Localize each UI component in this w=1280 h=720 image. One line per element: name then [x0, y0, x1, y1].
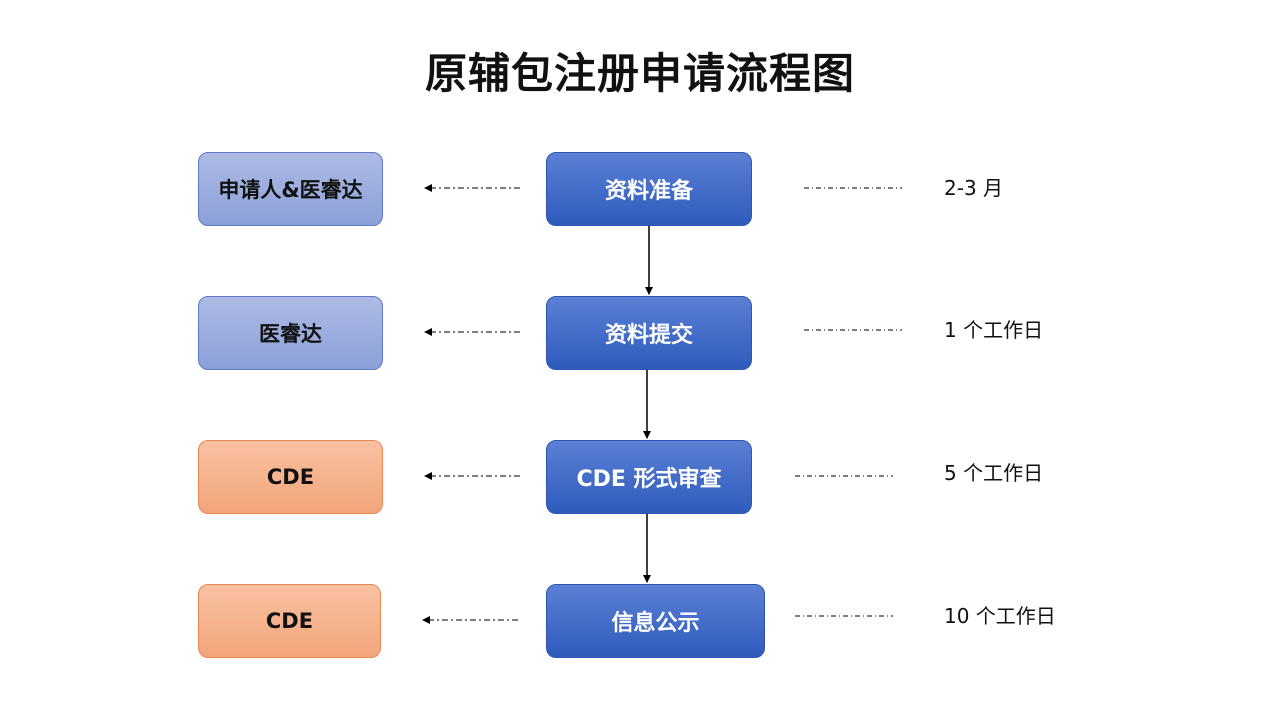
step-box-cde-formal-review: CDE 形式审查: [546, 440, 752, 514]
role-label: CDE: [265, 609, 314, 633]
step-label: 信息公示: [611, 611, 700, 636]
role-label: 申请人&医睿达: [218, 178, 363, 202]
step-box-information-publicity: 信息公示: [546, 584, 765, 658]
step-label: 资料提交: [604, 323, 693, 348]
duration-label: 2-3 月: [944, 176, 1004, 200]
role-label: CDE: [266, 465, 315, 489]
role-box-yiruida: 医睿达: [198, 296, 383, 370]
role-box-applicant-yiruida: 申请人&医睿达: [198, 152, 383, 226]
role-box-cde: CDE: [198, 440, 383, 514]
page-title: 原辅包注册申请流程图: [424, 49, 855, 98]
duration-label: 1 个工作日: [944, 318, 1044, 342]
step-label: CDE 形式审查: [576, 467, 722, 492]
duration-label: 10 个工作日: [944, 604, 1056, 628]
role-label: 医睿达: [259, 322, 322, 346]
role-box-cde: CDE: [198, 584, 381, 658]
step-label: 资料准备: [604, 179, 693, 204]
duration-label: 5 个工作日: [944, 461, 1044, 485]
step-box-document-submission: 资料提交: [546, 296, 752, 370]
step-box-document-preparation: 资料准备: [546, 152, 752, 226]
